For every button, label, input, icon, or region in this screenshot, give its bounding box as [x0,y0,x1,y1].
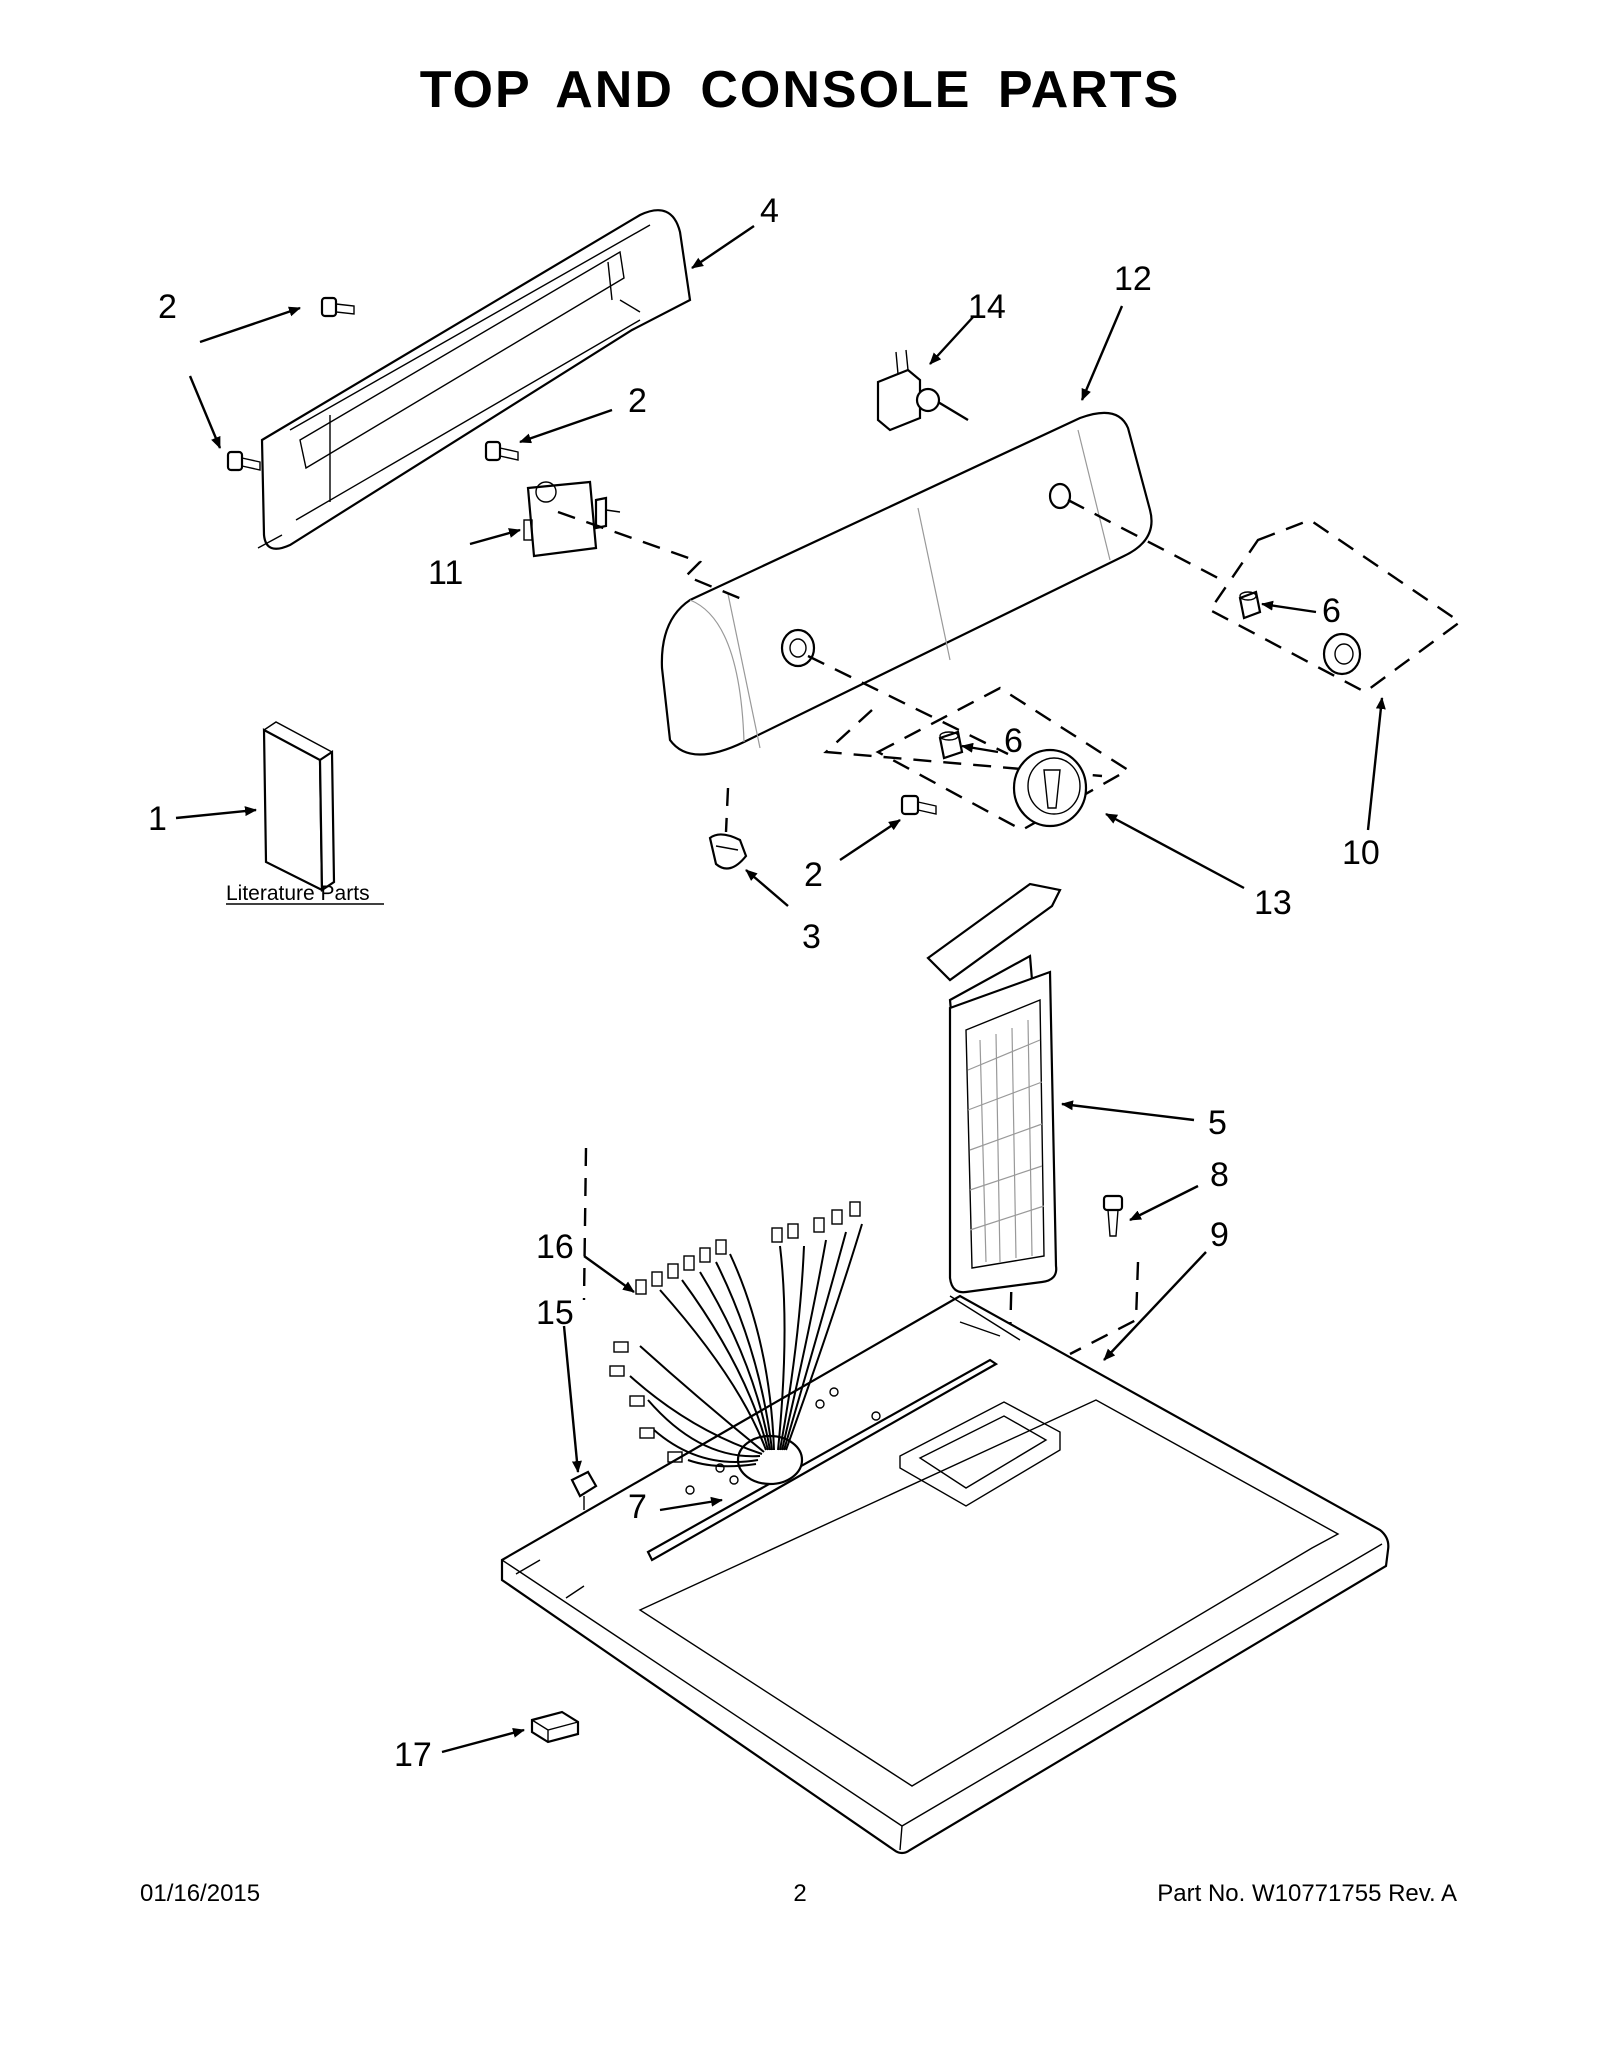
callout-2: 2 [804,856,823,894]
part-4-console-rear-panel [257,209,692,550]
part-11-timer [523,480,621,558]
callout-2: 2 [628,382,647,420]
callout-13: 13 [1254,884,1292,922]
part-6-bushing [938,730,964,760]
callout-6: 6 [1322,592,1341,630]
part-12-console [660,411,1153,756]
part-9-top-panel [500,1294,1390,1855]
callout-6: 6 [1004,722,1023,760]
callout-4: 4 [760,192,779,230]
callout-17: 17 [394,1736,432,1774]
part-5-lint-screen [926,882,1062,1294]
part-1-literature [262,721,336,893]
callout-8: 8 [1210,1156,1229,1194]
part-3-clip [708,833,748,870]
part-16-wire-harness [609,1201,863,1468]
callout-9: 9 [1210,1216,1229,1254]
page-title: TOP AND CONSOLE PARTS [419,61,1181,119]
callout-11: 11 [428,554,463,592]
callout-1: 1 [148,800,167,838]
literature-parts-label: Literature Parts [226,882,370,905]
callout-2: 2 [158,288,177,326]
part-14-switch [876,349,969,432]
part-15-clip [570,1470,598,1510]
part-10-knob [1322,632,1362,676]
callout-12: 12 [1114,260,1152,298]
part-6-bushing [1238,590,1262,620]
callout-7: 7 [628,1488,647,1526]
footer-date: 01/16/2015 [140,1880,261,1907]
callout-16: 16 [536,1228,574,1266]
screw-icon [900,794,937,816]
part-13-knob [1012,748,1088,828]
part-8-screw [1102,1194,1124,1237]
callout-14: 14 [968,288,1006,326]
callout-15: 15 [536,1294,574,1332]
callout-3: 3 [802,918,821,956]
screw-icon [320,296,355,318]
part-17-pad [530,1710,580,1744]
callout-10: 10 [1342,834,1380,872]
footer-page-number: 2 [793,1880,807,1907]
footer-part-number: Part No. W10771755 Rev. A [1157,1880,1457,1907]
callout-5: 5 [1208,1104,1227,1142]
screw-icon [484,440,519,462]
screw-icon [226,450,261,472]
